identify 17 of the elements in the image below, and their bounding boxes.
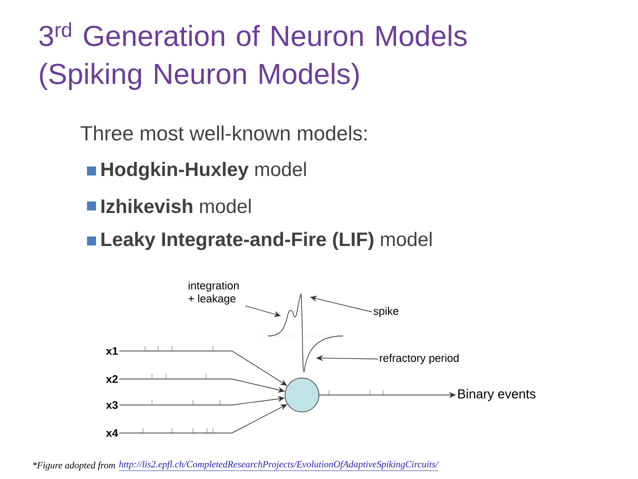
input-label: x1 — [106, 347, 118, 355]
input-label: x4 — [106, 429, 118, 437]
input-label: x3 — [106, 401, 118, 409]
input-label: x2 — [106, 375, 118, 383]
intro-text: Three most well-known models: — [80, 125, 367, 141]
neuron-circle — [284, 378, 320, 412]
annotation-label: integration + leakage — [188, 281, 239, 305]
annotation-label: spike — [374, 306, 398, 318]
caption: *Figure adopted from — [33, 462, 116, 470]
spike-waveform-drawing — [262, 294, 346, 372]
list-item: Leaky Integrate-and-Fire (LIF) model — [102, 232, 432, 250]
link: http://lis2.epfl.ch/CompletedResearchProjects/EvolutionOfAdaptiveSpikingCircuits/ — [118, 460, 439, 471]
annotation-label: refractory period — [380, 354, 459, 364]
title: 3$^{rd}$ Generation of Neuron Models (Spiking Neuron Models) — [39, 22, 467, 90]
output-label: Binary events — [458, 388, 536, 402]
list-item: Hodgkin-Huxley model — [102, 162, 306, 180]
list-item: Izhikevish model — [102, 198, 251, 214]
